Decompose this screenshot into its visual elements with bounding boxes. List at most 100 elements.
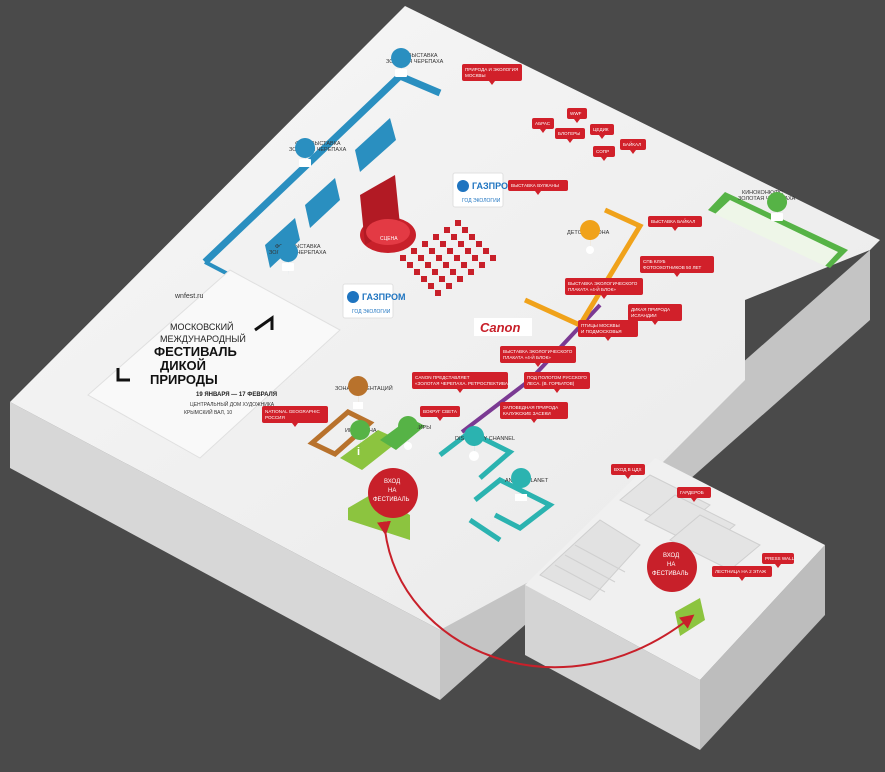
stage-top xyxy=(366,219,410,245)
seat xyxy=(457,276,463,282)
route-arrow xyxy=(377,520,695,669)
exhibit-pin[interactable]: БАЙКАЛ xyxy=(620,139,646,154)
zone-label: ФОТОВЫСТАВКА xyxy=(392,53,438,59)
camera-icon[interactable] xyxy=(278,242,299,276)
pin-label: ВХОД В ЦДХ xyxy=(614,467,642,472)
title-line: МЕЖДУНАРОДНЫЙ xyxy=(160,333,246,344)
presentation-icon[interactable] xyxy=(348,376,369,410)
seat xyxy=(400,255,406,261)
seat xyxy=(472,255,478,261)
exhibit-pin[interactable]: ЛЕСТНИЦА НА 2 ЭТАЖ xyxy=(712,566,772,581)
seat xyxy=(429,248,435,254)
title-line: МОСКОВСКИЙ xyxy=(170,321,234,332)
lobby-entrance[interactable]: ВХОД НА ФЕСТИВАЛЬ xyxy=(647,542,697,592)
pin-label: КАЛУЖСКИЕ ЗАСЕКИ xyxy=(503,411,551,416)
entrance-label: ФЕСТИВАЛЬ xyxy=(652,571,689,577)
zone-label: ЗОЛОТАЯ ЧЕРЕПАХА xyxy=(738,196,796,202)
pin-label: ПТИЦЫ МОСКВЫ xyxy=(581,323,620,328)
exhibit-pin[interactable]: PRESS WALL xyxy=(762,553,795,568)
stage-label: СЦЕНА xyxy=(380,236,398,242)
animal-planet-icon[interactable] xyxy=(511,468,532,502)
pin-label: СПБ КЛУБ xyxy=(643,259,666,264)
canon-label: Canon xyxy=(480,320,521,335)
pin-label: ПЛАКАТА «4-Й БЛОК» xyxy=(568,285,616,292)
pin-label: ГАРДЕРОБ xyxy=(680,490,704,495)
seat xyxy=(418,255,424,261)
seat xyxy=(483,248,489,254)
pin-label: ВЫСТАВКА ЭКОЛОГИЧЕСКОГО xyxy=(568,281,638,286)
seat xyxy=(455,220,461,226)
pin-label: МОСКВЫ xyxy=(465,73,486,78)
seat xyxy=(407,262,413,268)
gazprom-logo-top: ГАЗПРОМ ГОД ЭКОЛОГИИ xyxy=(452,172,516,208)
seat xyxy=(446,283,452,289)
canon-logo: Canon xyxy=(474,318,532,336)
discovery-icon[interactable] xyxy=(464,426,485,461)
zone-label: ЗОЛОТАЯ ЧЕРЕПАХА xyxy=(386,59,444,65)
seat xyxy=(411,248,417,254)
camera-icon[interactable] xyxy=(295,138,316,172)
exhibit-pin[interactable]: БЛОГЕРЫ xyxy=(555,128,585,143)
seat xyxy=(490,255,496,261)
seat xyxy=(439,276,445,282)
seat xyxy=(458,241,464,247)
exhibit-pin[interactable]: CANON ПРЕДСТАВЛЯЕТ«ЗОЛОТАЯ ЧЕРЕПАХА. РЕТ… xyxy=(412,372,511,393)
bracket-mark xyxy=(254,315,274,332)
seat xyxy=(465,248,471,254)
seat xyxy=(443,262,449,268)
exhibit-pin[interactable]: ВЫСТАВКА БАЙКАЛ xyxy=(648,216,702,231)
pin-label: ВЫСТАВКА ВУЛКАНЫ xyxy=(511,183,559,188)
exhibit-pin[interactable]: ЦЕДИК xyxy=(590,124,614,139)
seat xyxy=(454,255,460,261)
title-line: ДИКОЙ xyxy=(160,358,206,373)
lobby-right-wall xyxy=(700,545,825,750)
entrance-label: НА xyxy=(667,562,675,568)
pin-label: CANON ПРЕДСТАВЛЯЕТ xyxy=(415,375,470,380)
gazprom-label: ГАЗПРОМ xyxy=(472,181,516,191)
pin-label: БАЙКАЛ xyxy=(623,140,641,147)
exhibit-pin[interactable]: СОПР xyxy=(593,146,615,161)
pin-label: ЛЕСТНИЦА НА 2 ЭТАЖ xyxy=(715,569,767,574)
pin-label: NATIONAL GEOGRAPHIC xyxy=(265,409,321,414)
entrance-label: ВХОД xyxy=(663,553,679,559)
cinema-inner xyxy=(715,200,838,266)
photo-panel xyxy=(265,218,300,268)
venue-line: ЦЕНТРАЛЬНЫЙ ДОМ ХУДОЖНИКА xyxy=(190,400,275,408)
seat xyxy=(435,290,441,296)
info-icon[interactable]: i xyxy=(350,420,371,458)
camera-icon[interactable] xyxy=(391,48,412,82)
seat xyxy=(447,248,453,254)
exhibit-pin[interactable]: ВЫСТАВКА ВУЛКАНЫ xyxy=(508,180,568,195)
seat xyxy=(444,227,450,233)
title-line: ПРИРОДЫ xyxy=(150,372,218,387)
festival-entrance[interactable]: ВХОД НА ФЕСТИВАЛЬ xyxy=(368,468,418,518)
seat xyxy=(422,241,428,247)
gazprom-label: ГАЗПРОМ xyxy=(362,292,406,302)
exhibit-pin[interactable]: ВХОД В ЦДХ xyxy=(611,464,645,479)
pin-label: ФОТООХОТНИКОВ 50 ЛЕТ xyxy=(643,265,702,270)
film-camera-icon[interactable] xyxy=(767,192,788,226)
exhibit-pin[interactable]: WWF xyxy=(567,108,587,123)
entrance-label: НА xyxy=(388,488,396,494)
photo-panel xyxy=(305,178,340,228)
seat xyxy=(428,283,434,289)
exhibit-pin[interactable]: ВОКРУГ СВЕТА xyxy=(420,406,460,421)
zone-label: ФОТОВЫСТАВКА xyxy=(275,244,321,250)
pin-label: ИСЛАНДИИ xyxy=(631,313,657,318)
kids-zone-icon[interactable] xyxy=(580,220,601,254)
exhibit-pin[interactable]: ГАРДЕРОБ xyxy=(677,487,711,502)
seat xyxy=(432,269,438,275)
seat xyxy=(476,241,482,247)
souvenir-icon[interactable] xyxy=(398,416,419,450)
exhibit-pin[interactable]: АБРАС xyxy=(532,118,554,133)
